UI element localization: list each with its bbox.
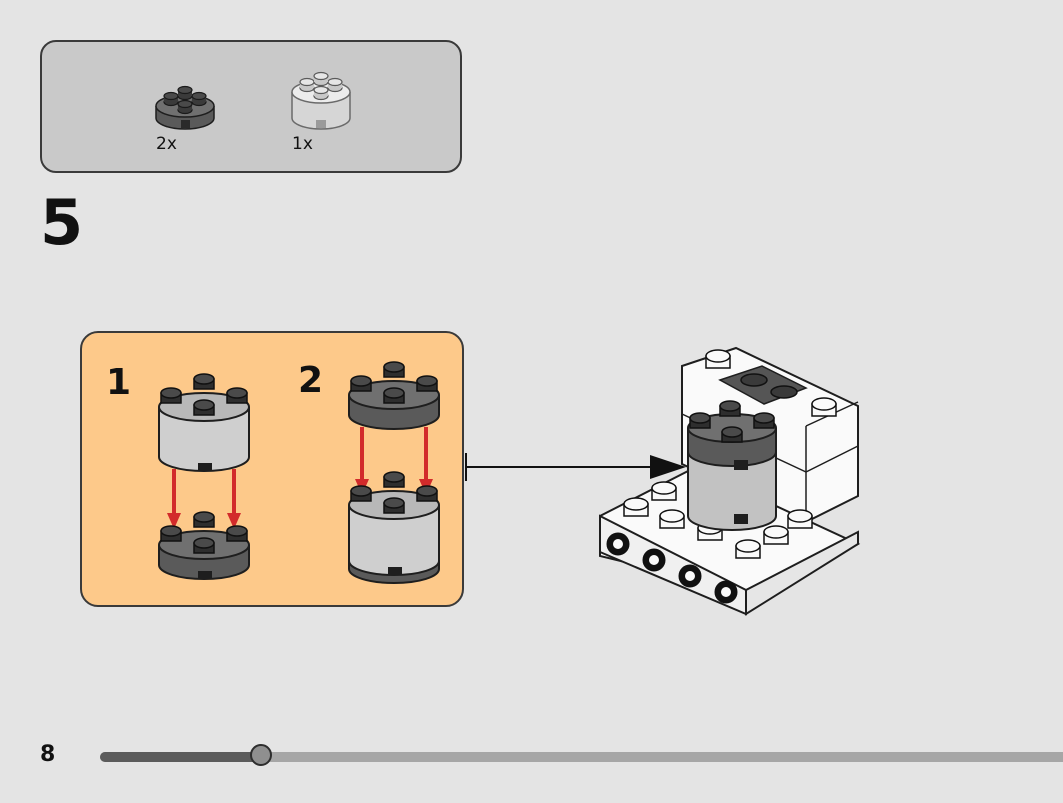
substep-label-2: 2: [298, 360, 324, 401]
model-assembly-illustration: [599, 346, 861, 616]
parts-list-callout: 2x 1x: [40, 40, 462, 173]
part-quantity-1x: 1x: [292, 134, 313, 154]
page-number: 8: [40, 742, 56, 767]
placement-arrow: [465, 453, 686, 481]
substep-1-illustration: [158, 373, 250, 580]
round-brick-2x2-light-gray-icon: [291, 71, 351, 130]
progress-bar-fill: [100, 752, 261, 762]
substep-label-1: 1: [106, 362, 132, 403]
progress-bar: [100, 744, 1063, 766]
round-plate-2x2-dark-gray-icon: [155, 85, 215, 130]
substep-panel: 1 2: [80, 331, 464, 607]
part-quantity-2x: 2x: [156, 134, 177, 154]
progress-knob[interactable]: [250, 744, 272, 766]
step-number: 5: [40, 186, 84, 259]
substep-2-illustration: [348, 361, 440, 584]
